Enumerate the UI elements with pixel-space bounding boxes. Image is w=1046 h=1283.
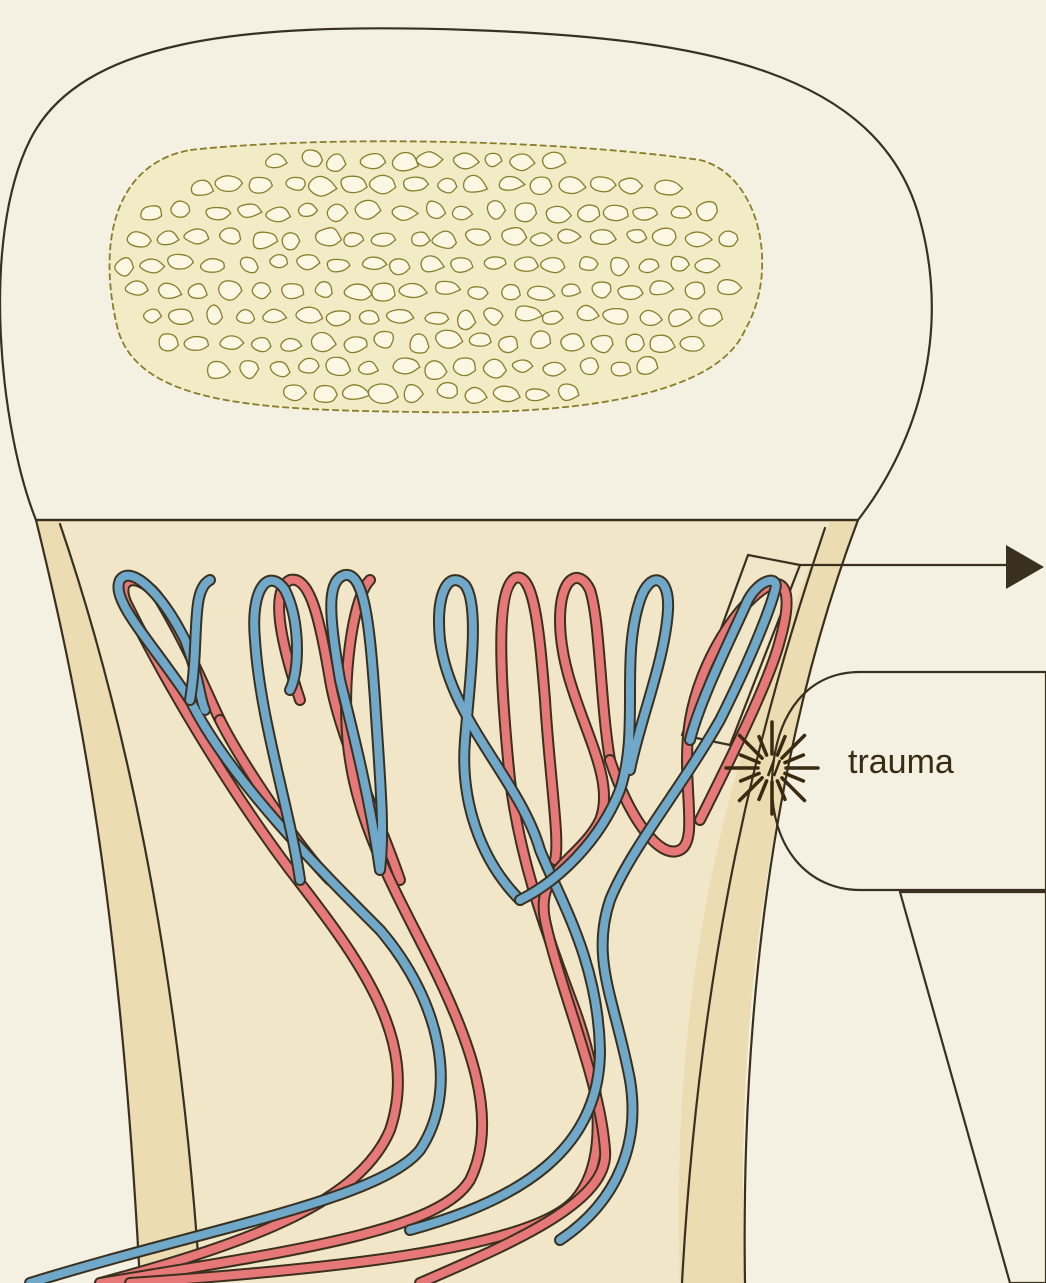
trabecular-cell bbox=[341, 176, 367, 192]
trauma-label: trauma bbox=[848, 743, 954, 781]
trabecular-cell bbox=[531, 331, 551, 348]
trabecular-cell bbox=[502, 285, 521, 300]
trabecular-cell bbox=[453, 358, 475, 376]
trabecular-cell bbox=[184, 337, 208, 351]
trabecular-cell bbox=[314, 386, 337, 403]
trabecular-cell bbox=[685, 282, 705, 299]
trabecular-cell bbox=[719, 231, 738, 246]
trabecular-cell bbox=[372, 283, 395, 301]
trabecular-cell bbox=[468, 287, 488, 299]
trabecular-cell bbox=[168, 254, 194, 269]
trabecular-cell bbox=[652, 228, 676, 245]
trabecular-cell bbox=[425, 312, 449, 324]
trabecular-cell bbox=[437, 383, 457, 399]
trabecular-cell bbox=[561, 334, 584, 351]
trabecular-cell bbox=[282, 284, 304, 299]
trabecular-cell bbox=[515, 257, 539, 271]
trabecular-cell bbox=[359, 311, 379, 325]
trabecular-cell bbox=[680, 336, 704, 351]
trabecular-cell bbox=[169, 309, 194, 324]
trabecular-cell bbox=[611, 362, 631, 376]
trabecular-cell bbox=[469, 333, 491, 346]
starburst-icon bbox=[726, 722, 818, 814]
trabecular-cell bbox=[603, 205, 628, 220]
trabecular-cell bbox=[270, 255, 288, 268]
trabecular-cell bbox=[201, 259, 225, 273]
trabecular-cell bbox=[159, 334, 178, 351]
trabecular-cell bbox=[374, 331, 393, 348]
trabecular-cell bbox=[697, 202, 718, 221]
trabecular-cell bbox=[626, 334, 644, 351]
trabecular-cell bbox=[502, 228, 527, 246]
trabecular-cell bbox=[141, 206, 162, 220]
trabecular-cell bbox=[592, 282, 611, 298]
trabecular-cell bbox=[618, 286, 643, 300]
trabecular-cell bbox=[499, 336, 518, 352]
trabecular-cell bbox=[315, 282, 332, 298]
trabecular-cell bbox=[580, 358, 598, 375]
trabecular-cell bbox=[171, 201, 190, 217]
